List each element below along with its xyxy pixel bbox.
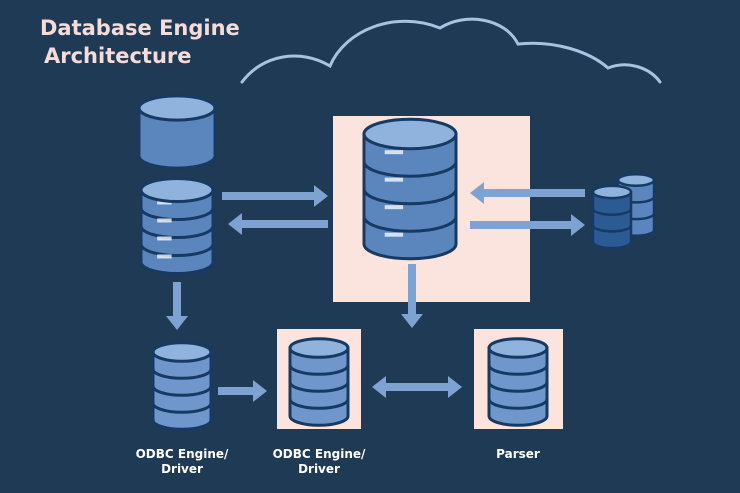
storage-database-icon — [137, 94, 217, 170]
arrow-odbc-center-parser — [372, 376, 462, 398]
arrow-engine-down — [401, 264, 423, 328]
odbc-center-label: ODBC Engine/ Driver — [269, 447, 369, 477]
odbc-center-label-line-1: ODBC Engine/ — [272, 447, 366, 461]
odbc-center-database-icon — [288, 337, 350, 427]
odbc-left-label-line-2: Driver — [161, 462, 203, 476]
odbc-left-label: ODBC Engine/ Driver — [132, 447, 232, 477]
odbc-left-label-line-1: ODBC Engine/ — [135, 447, 229, 461]
source-database-stack-icon — [139, 176, 215, 275]
parser-database-icon — [487, 337, 549, 427]
arrow-engine-to-remote — [470, 214, 585, 236]
cloud-outline-icon — [240, 17, 662, 84]
title-line-2: Architecture — [44, 44, 192, 68]
title-line-1: Database Engine — [40, 16, 240, 40]
parser-label-text: Parser — [496, 447, 540, 461]
remote-database-front-icon — [591, 184, 633, 250]
central-database-engine-icon — [362, 117, 458, 261]
odbc-left-database-icon — [151, 341, 213, 431]
odbc-center-label-line-2: Driver — [298, 462, 340, 476]
arrow-left-db-to-engine — [222, 185, 328, 207]
arrow-remote-to-engine — [470, 182, 585, 204]
arrow-odbc-left-to-center — [218, 380, 267, 402]
arrow-engine-to-left-db — [228, 213, 328, 235]
diagram-title: Database Engine Architecture — [40, 14, 240, 70]
arrow-left-db-down — [166, 282, 188, 330]
parser-label: Parser — [468, 447, 568, 462]
